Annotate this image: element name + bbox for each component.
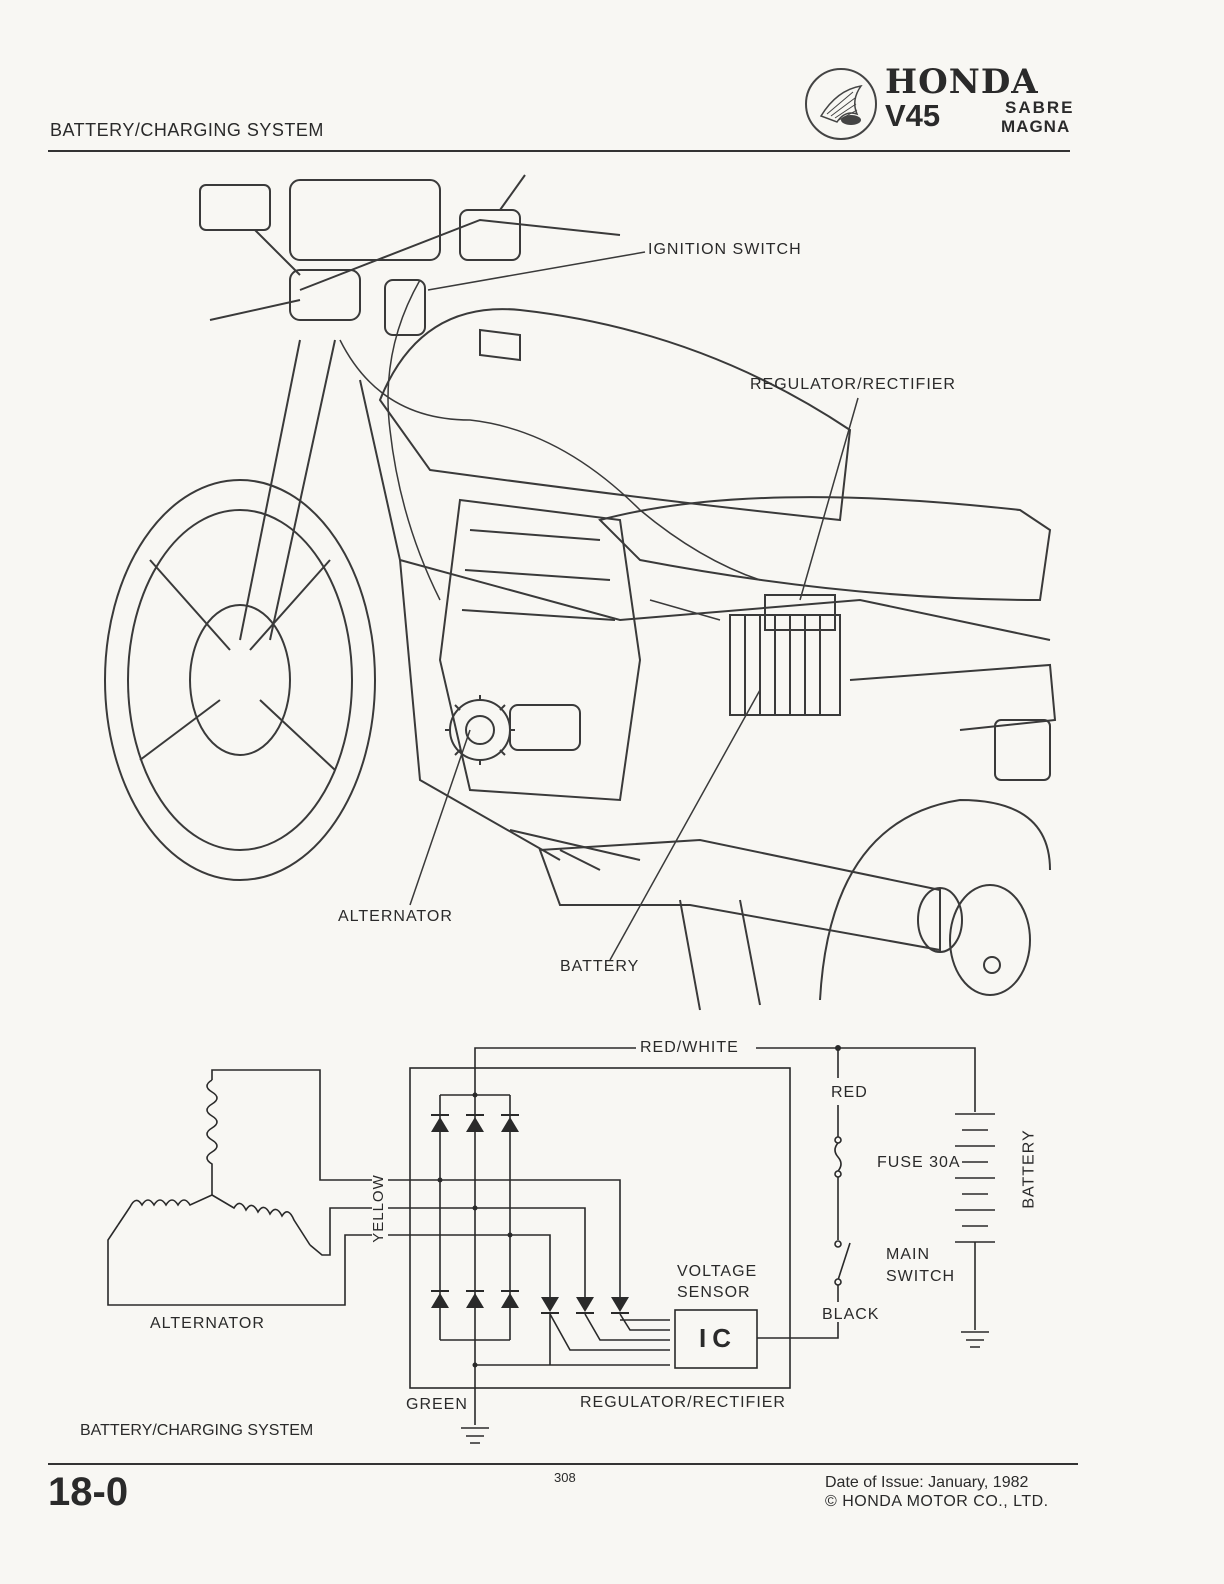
label-yellow: YELLOW [370,1174,387,1243]
leader-ignition-switch [428,252,645,290]
callout-alternator: ALTERNATOR [338,908,453,926]
label-switch: SWITCH [886,1268,955,1286]
copyright: © HONDA MOTOR CO., LTD. [825,1493,1049,1511]
label-ic: IC [699,1323,737,1354]
yellow-wires [388,1180,620,1300]
section-title: BATTERY/CHARGING SYSTEM [50,120,324,141]
label-main: MAIN [886,1246,930,1264]
label-black: BLACK [822,1306,879,1324]
leader-battery [610,690,760,960]
honda-logo: HONDA V45 SABRE MAGNA [805,68,1075,143]
red-white-wire [475,1048,975,1112]
label-regulator-rectifier: REGULATOR/RECTIFIER [580,1394,786,1412]
callout-battery: BATTERY [560,958,639,976]
label-sensor: SENSOR [677,1284,751,1302]
thyristor-diodes [541,1297,629,1314]
motorcycle-illustration [0,155,1224,1025]
battery-ground-icon [961,1332,989,1347]
front-wheel [105,480,375,880]
label-fuse: FUSE 30A [877,1154,961,1172]
tail-light [995,720,1050,780]
footer-rule [48,1463,1078,1465]
main-switch-icon [838,1243,850,1280]
footpegs-and-stand [510,830,760,1010]
label-alternator: ALTERNATOR [150,1315,265,1333]
front-fork [240,340,335,640]
callout-ignition-switch: IGNITION SWITCH [648,241,802,259]
header-rule [48,150,1070,152]
callout-regulator-rectifier: REGULATOR/RECTIFIER [750,376,956,394]
exhaust-muffler [540,840,962,952]
label-battery: BATTERY [1021,1129,1039,1208]
wing-emblem-icon [805,68,877,140]
label-red: RED [831,1084,868,1102]
model-name: V45 [885,98,940,134]
alternator-gear [445,695,580,765]
leader-alternator [410,730,470,905]
label-red-white: RED/WHITE [640,1039,739,1057]
fuel-tank [380,309,850,520]
fuse-icon [835,1143,841,1171]
variant-magna: MAGNA [1001,117,1070,137]
schematic-caption: BATTERY/CHARGING SYSTEM [80,1422,313,1440]
sheet-number: 308 [554,1470,576,1485]
wiring-schematic [0,1030,1224,1450]
ignition-switch-unit [385,280,425,335]
engine [440,500,640,800]
label-green: GREEN [406,1396,468,1414]
regulator-ground-icon [461,1428,489,1443]
page-number: 18-0 [48,1470,128,1515]
battery-cells-icon [955,1114,995,1330]
brand-name: HONDA [885,62,1039,102]
rear-wheel [820,800,1050,1000]
label-voltage: VOLTAGE [677,1263,757,1281]
alternator-stator-icon [108,1070,372,1305]
leader-regulator [800,398,858,600]
wiring-harness [340,280,760,620]
variant-sabre: SABRE [1005,98,1075,118]
issue-date: Date of Issue: January, 1982 [825,1474,1028,1492]
